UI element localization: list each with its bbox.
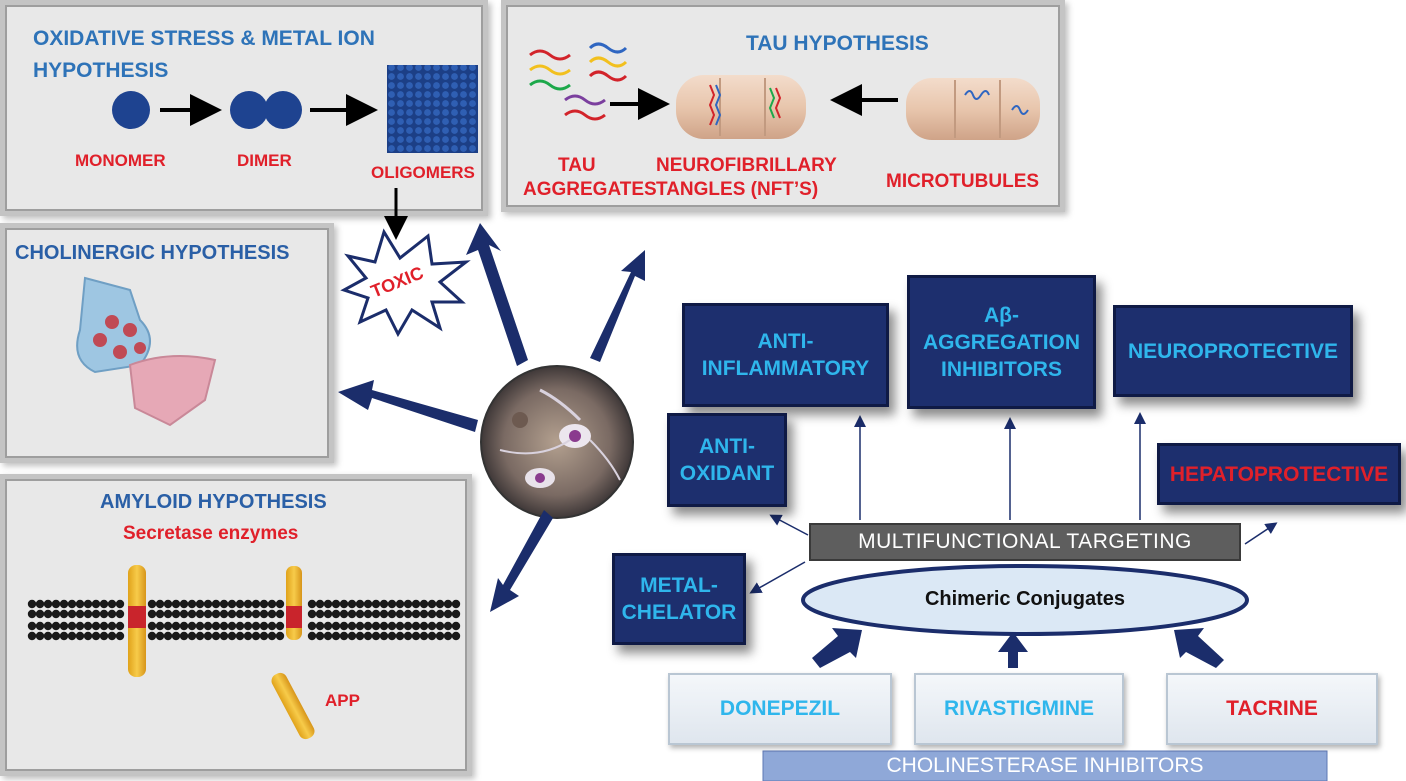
tau-panel: TAU HYPOTHESIS TAU AGGREGATES NEUROFIBRI…: [501, 0, 1065, 212]
arrow-to-cholinergic: [338, 380, 478, 432]
dimer-label: DIMER: [237, 151, 292, 170]
oxidative-title-line1: OXIDATIVE STRESS & METAL ION: [33, 27, 375, 50]
target-arrows: [749, 412, 1278, 594]
hepatoprotective-label: HEPATOPROTECTIVE: [1169, 462, 1389, 486]
arrow-to-tau: [590, 250, 645, 362]
dimer-shape-a: [230, 91, 268, 129]
rivastigmine-label: RIVASTIGMINE: [943, 697, 1095, 720]
tau-aggregates-label-2: AGGREGATES: [523, 179, 657, 200]
donepezil-arrow: [812, 628, 862, 668]
multifunctional-label: MULTIFUNCTIONAL TARGETING: [858, 530, 1192, 553]
neuroprotective-box: NEUROPROTECTIVE: [1113, 305, 1353, 397]
oxidative-title-line2: HYPOTHESIS: [33, 59, 169, 82]
cholinergic-title: CHOLINERGIC HYPOTHESIS: [15, 242, 290, 264]
nft-cylinder-icon: [676, 75, 806, 139]
secretase-protein-2-core: [286, 606, 302, 628]
metal-chelator-box: METAL- CHELATOR: [612, 553, 746, 645]
tacrine-label: TACRINE: [1226, 697, 1318, 720]
amyloid-title: AMYLOID HYPOTHESIS: [100, 491, 327, 513]
tau-aggregates-label-1: TAU: [558, 155, 596, 176]
secretase-subtitle: Secretase enzymes: [123, 523, 299, 544]
nft-label-1: NEUROFIBRILLARY: [656, 155, 837, 176]
chimeric-ellipse: [801, 564, 1249, 636]
app-fragment: [271, 672, 315, 740]
synapse-icon: [76, 276, 217, 427]
monomer-shape: [112, 91, 150, 129]
toxic-burst: [340, 228, 471, 338]
cholinesterase-label: CHOLINESTERASE INHIBITORS: [886, 754, 1204, 777]
radial-arrows: [338, 223, 645, 612]
abeta-label: Aβ- AGGREGATION INHIBITORS: [922, 303, 1081, 381]
arrow-to-oxidative: [466, 223, 528, 366]
rivastigmine-box: RIVASTIGMINE: [914, 673, 1124, 745]
microtubules-label: MICROTUBULES: [886, 171, 1040, 192]
neuron-cells-icon: [499, 388, 621, 488]
donepezil-box: DONEPEZIL: [668, 673, 892, 745]
microtubules-cylinder-icon: [906, 78, 1040, 140]
oligomers-label: OLIGOMERS: [371, 163, 475, 182]
hepatoprotective-box: HEPATOPROTECTIVE: [1157, 443, 1401, 505]
anti-inflammatory-label: ANTI- INFLAMMATORY: [701, 330, 870, 380]
nft-label-2: TANGLES (NFT’S): [656, 179, 819, 200]
tau-aggregates-icon: [529, 42, 628, 121]
secretase-protein-1-core: [128, 606, 146, 628]
chimeric-label: Chimeric Conjugates: [924, 588, 1126, 610]
rivastigmine-arrow: [998, 632, 1028, 668]
anti-inflammatory-box: ANTI- INFLAMMATORY: [682, 303, 889, 407]
tacrine-box: TACRINE: [1166, 673, 1378, 745]
antioxidant-box: ANTI- OXIDANT: [667, 413, 787, 507]
tau-title: TAU HYPOTHESIS: [746, 32, 929, 55]
arrow-to-amyloid: [490, 510, 553, 612]
donepezil-label: DONEPEZIL: [719, 697, 841, 720]
monomer-label: MONOMER: [75, 151, 166, 170]
metal-chelator-label: METAL- CHELATOR: [621, 574, 737, 624]
abeta-box: Aβ- AGGREGATION INHIBITORS: [907, 275, 1096, 409]
app-label: APP: [325, 691, 360, 710]
lipid-bilayer-icon: [27, 599, 461, 641]
secretase-protein-2: [286, 566, 302, 640]
dimer-shape-b: [264, 91, 302, 129]
oligomers-shape: [387, 65, 478, 153]
neuron-image: [480, 365, 634, 519]
cholinesterase-bar: [762, 750, 1328, 781]
antioxidant-label: ANTI- OXIDANT: [679, 435, 775, 485]
neuroprotective-label: NEUROPROTECTIVE: [1127, 339, 1339, 363]
multifunctional-bar: [809, 523, 1241, 561]
drug-arrows: [812, 628, 1224, 668]
tacrine-arrow: [1174, 628, 1224, 668]
